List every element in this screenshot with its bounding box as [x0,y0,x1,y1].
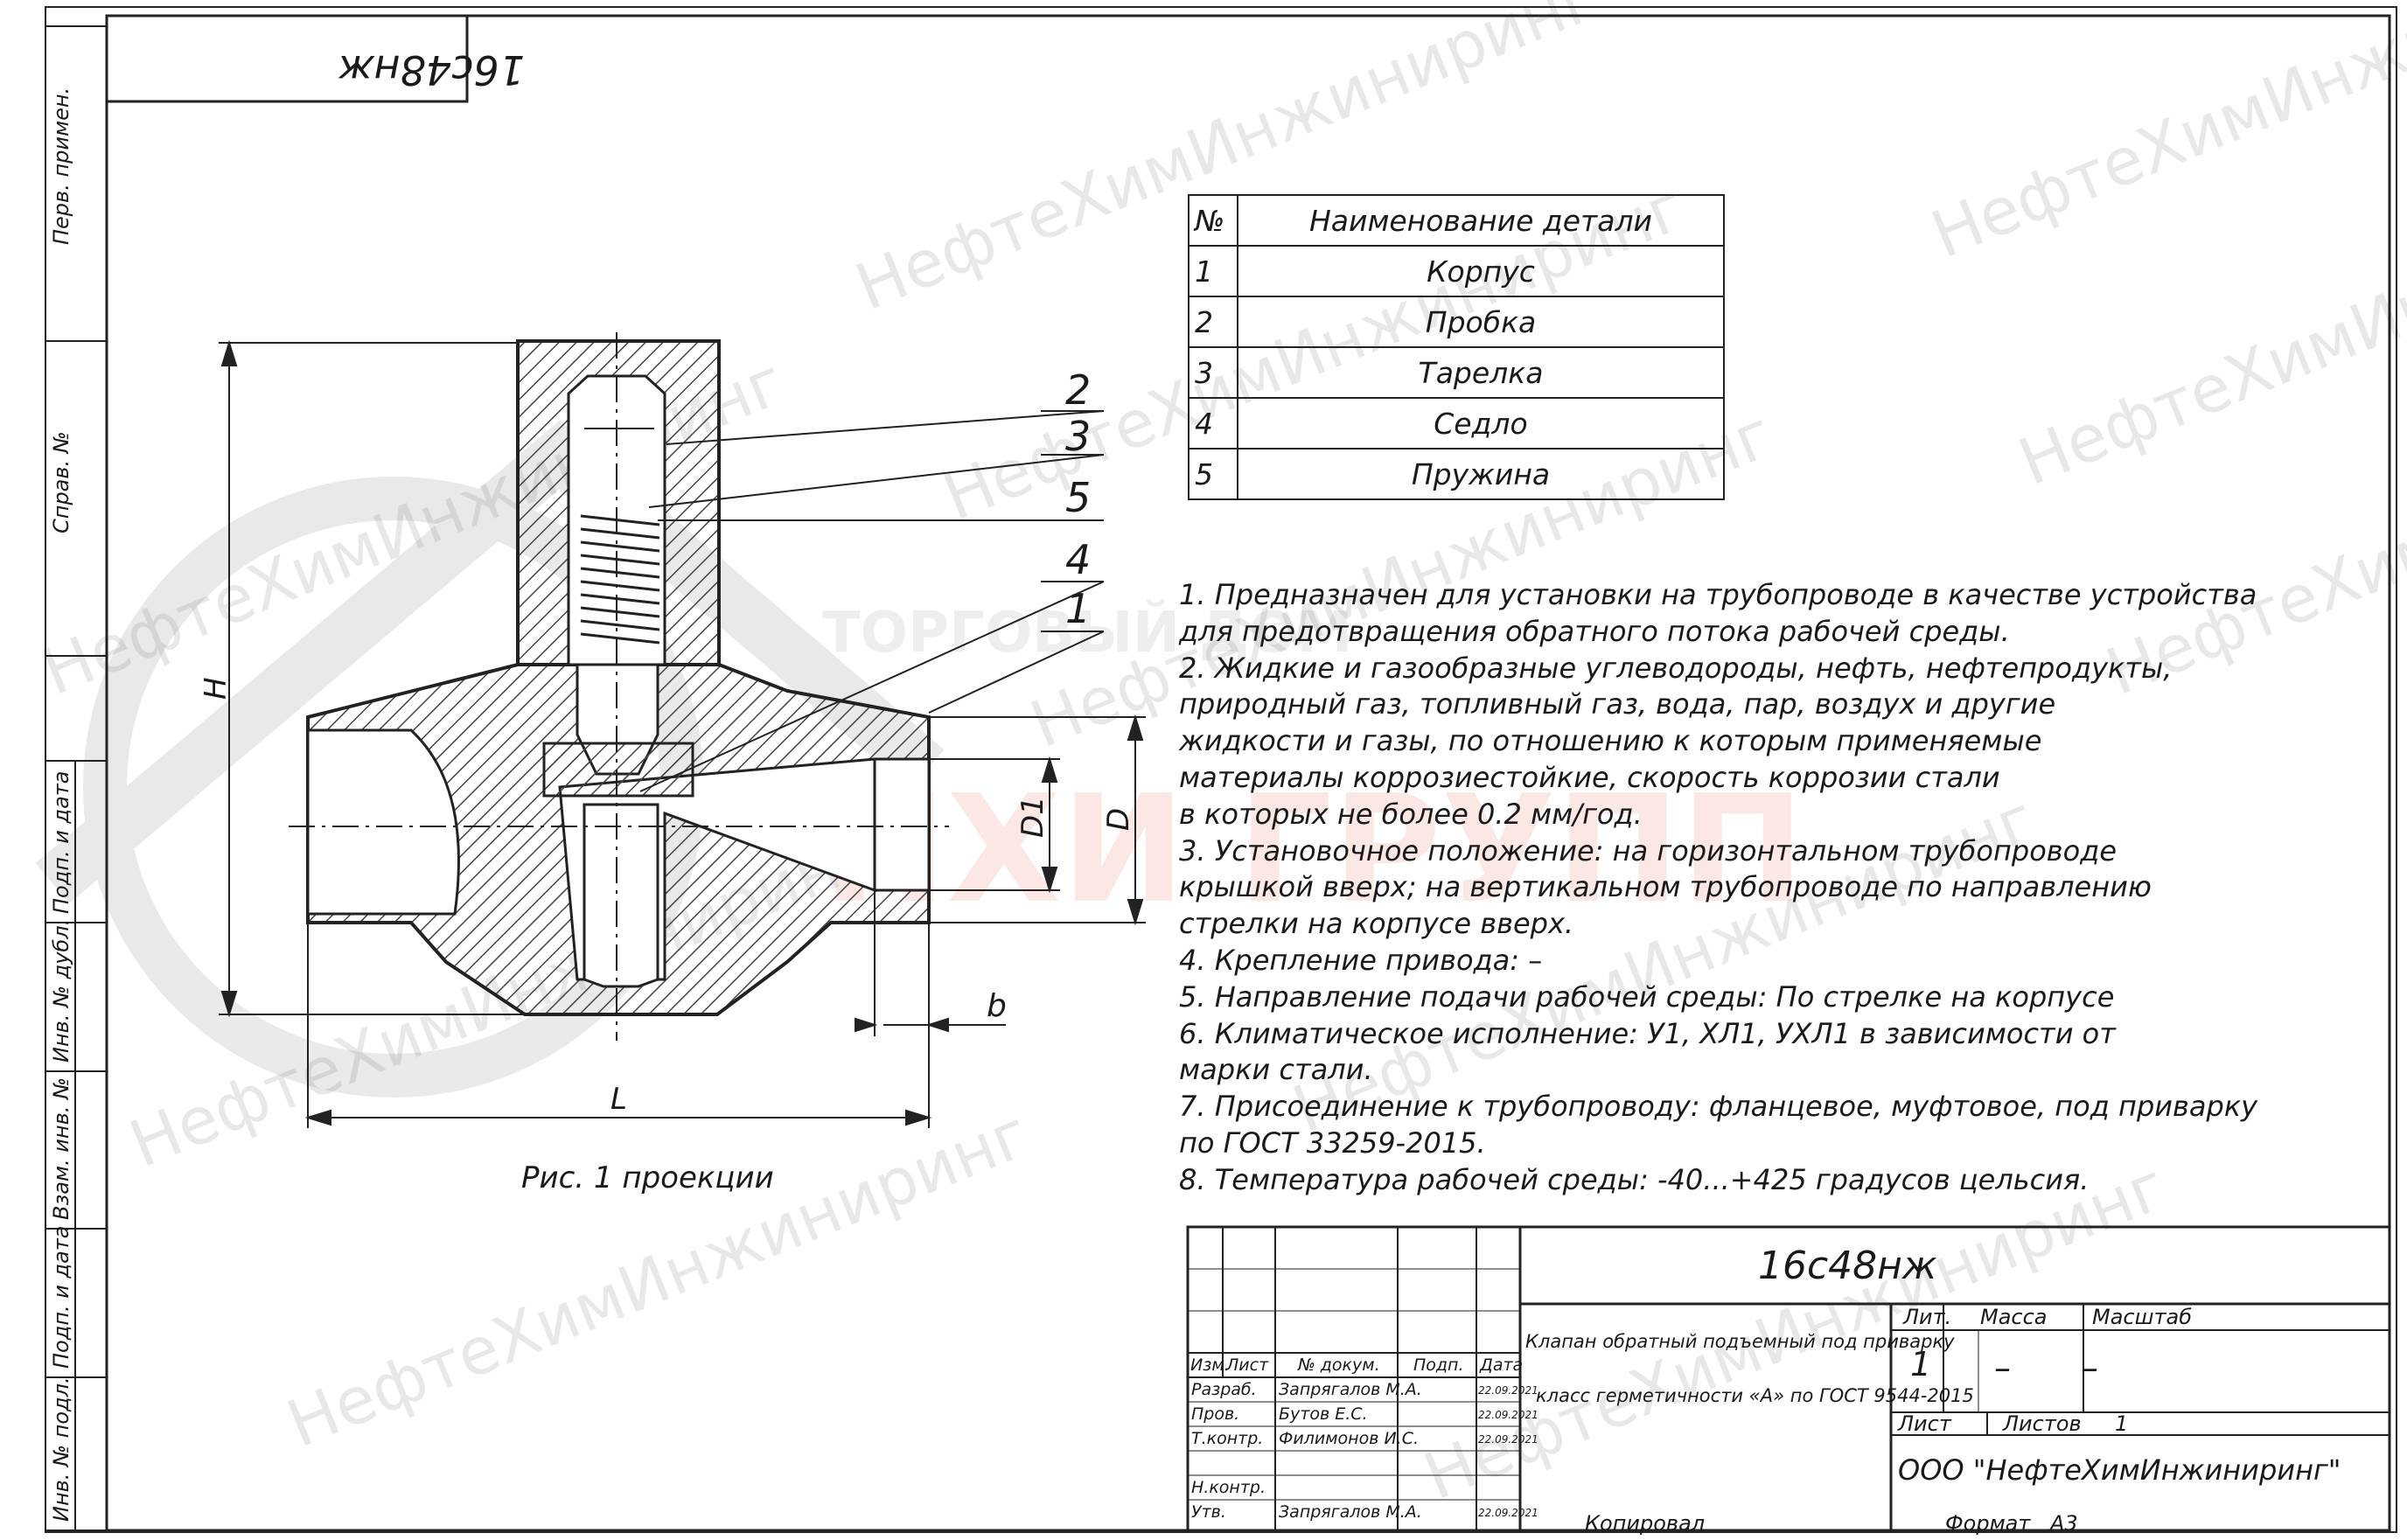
note-line: в которых не более 0.2 мм/год. [1179,797,1643,831]
side-label-sprav: Справ. № [49,431,73,533]
parts-row-name: Седло [1237,397,1725,449]
dimension-lines [219,332,1146,1128]
note-line: природный газ, топливный газ, вода, пар,… [1179,687,2056,721]
tb-header-doc: № докум. [1298,1355,1380,1375]
leader-label-4: 4 [1065,536,1091,583]
tb-sheet-label: Лист [1898,1411,1951,1436]
tb-company: ООО "НефтеХимИнжиниринг" [1898,1453,2341,1487]
note-line: жидкости и газы, по отношению к которым … [1179,724,2042,758]
side-stamp [45,25,108,1531]
parts-row-name: Корпус [1237,245,1725,297]
dimension-H: H [199,677,234,700]
tb-role-date: 22.09.2021 [1478,1433,1538,1446]
leader-label-3: 3 [1065,413,1091,460]
tb-role: Пров. [1191,1404,1240,1424]
note-line: 4. Крепление привода: – [1179,943,1543,977]
tb-role: Утв. [1191,1502,1226,1522]
leader-label-2: 2 [1065,366,1091,414]
parts-header-name: Наименование детали [1237,194,1725,247]
tb-scale-value: – [2082,1348,2098,1387]
tb-header-list: Лист [1226,1355,1269,1375]
tb-sheets-label: Листов [2003,1411,2082,1436]
parts-row-num: 2 [1188,296,1238,348]
tb-role-name: Запрягалов М.А. [1279,1502,1422,1522]
tb-role: Разраб. [1191,1380,1257,1399]
tb-role: Т.контр. [1191,1429,1264,1448]
dimension-D: D [1101,808,1136,831]
dimension-L: L [610,1082,627,1117]
parts-row: 3 Тарелка [1188,346,1725,399]
tb-role-name: Бутов Е.С. [1279,1404,1368,1424]
title-block-designation: 16с48нж [1758,1244,1937,1288]
tb-header-sign: Подп. [1413,1355,1464,1375]
parts-row-name: Тарелка [1237,346,1725,399]
note-line: 8. Температура рабочей среды: -40...+425… [1179,1162,2090,1196]
tb-role-date: 22.09.2021 [1478,1507,1538,1519]
valve-section [306,339,931,1016]
parts-row-num: 4 [1188,397,1238,449]
parts-row-name: Пробка [1237,296,1725,348]
tb-mass-label: Масса [1980,1305,2048,1329]
parts-row-num: 3 [1188,346,1238,399]
note-line: 6. Климатическое исполнение: У1, ХЛ1, УХ… [1179,1016,2116,1050]
leader-lines [639,410,1105,792]
tb-lit-label: Лит. [1903,1305,1952,1329]
mirrored-designation: 16с48нж [338,46,525,94]
parts-table: № Наименование детали 1 Корпус 2 Пробка … [1188,194,1725,500]
note-line: для предотвращения обратного потока рабо… [1179,614,2010,648]
note-line: 1. Предназначен для установки на трубопр… [1179,578,2257,611]
tb-lit-value: 1 [1910,1345,1932,1383]
note-line: крышкой вверх; на вертикальном трубопров… [1179,870,2152,904]
tb-role-name: Филимонов И.С. [1279,1429,1419,1448]
tb-format-label: Формат [1945,1511,2031,1536]
leader-label-1: 1 [1065,585,1091,632]
tb-product-name-line1: Клапан обратный подъемный под приварку [1525,1331,1955,1352]
leader-label-5: 5 [1065,474,1091,521]
title-block-grid [1186,1225,2391,1532]
tb-mass-value: – [1994,1348,2011,1387]
note-line: по ГОСТ 33259-2015. [1179,1125,1486,1160]
side-label-vzam: Взам. инв. № [49,1077,73,1220]
side-label-podp1: Подп. и дата [49,771,73,915]
tb-scale-label: Масштаб [2092,1305,2193,1329]
parts-row-num: 5 [1188,448,1238,500]
side-label-inv-dubl: Инв. № дубл. [49,919,73,1063]
mirrored-stamp-box [105,14,469,103]
note-line: стрелки на корпусе вверх. [1179,907,1574,941]
tb-header-izm: Изм. [1190,1355,1230,1375]
figure-caption: Рис. 1 проекции [521,1160,774,1195]
watermark-logo-text: НХИ ГРУПП [822,763,1804,937]
tb-role-date: 22.09.2021 [1478,1409,1538,1421]
parts-row: 5 Пружина [1188,448,1725,500]
note-line: марки стали. [1179,1053,1373,1087]
note-line: 3. Установочное положение: на горизонтал… [1179,833,2117,868]
parts-header-num: № [1188,194,1238,247]
tb-header-date: Дата [1480,1355,1524,1375]
tb-role-date: 22.09.2021 [1478,1384,1538,1397]
note-line: 7. Присоединение к трубопроводу: фланцев… [1179,1090,2258,1124]
tb-role-name: Запрягалов М.А. [1279,1380,1422,1399]
watermark-logo: НХИ ГРУПП ТОРГОВЫЙ ДОМ [35,420,1804,1098]
note-line: 2. Жидкие и газообразные углеводороды, н… [1179,651,2173,685]
side-label-inv-podl: Инв. № подл. [49,1376,73,1522]
parts-row-num: 1 [1188,245,1238,297]
parts-row: 2 Пробка [1188,296,1725,348]
tb-role: Н.контр. [1191,1478,1266,1497]
tb-copied: Копировал [1585,1511,1706,1536]
parts-table-header: № Наименование детали [1188,194,1725,247]
tb-format-value: А3 [2050,1511,2078,1536]
side-label-perv: Перв. примен. [49,87,73,245]
note-line: материалы коррозиестойкие, скорость корр… [1179,760,2000,794]
parts-row: 1 Корпус [1188,245,1725,297]
tb-sheets-value: 1 [2115,1411,2129,1436]
tb-product-name-line2: класс герметичности «А» по ГОСТ 9544-201… [1536,1385,1974,1406]
dimension-b: b [987,988,1007,1024]
parts-row-name: Пружина [1237,448,1725,500]
parts-row: 4 Седло [1188,397,1725,449]
dimension-D1: D1 [1015,796,1050,838]
side-label-podp2: Подп. и дата [49,1226,73,1369]
technical-notes: 1. Предназначен для установки на трубопр… [1179,577,2258,1199]
note-line: 5. Направление подачи рабочей среды: По … [1179,979,2115,1014]
